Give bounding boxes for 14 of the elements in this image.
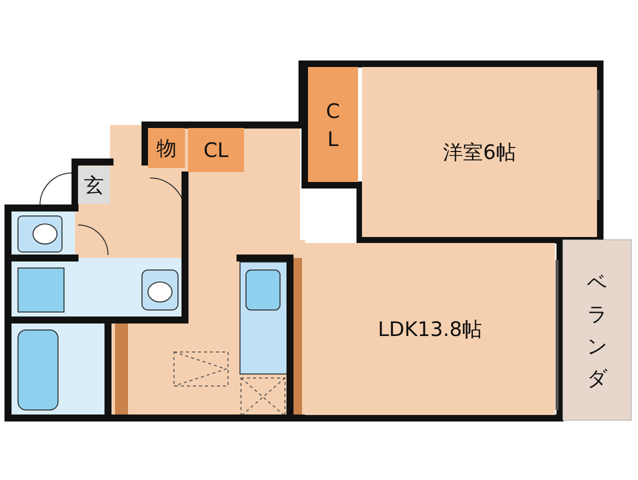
- room-area: [563, 240, 631, 420]
- room-label: CL: [203, 137, 229, 163]
- room-label: 洋室6帖: [443, 139, 516, 165]
- room-area: [188, 128, 244, 172]
- room-area: [362, 67, 597, 237]
- room-area: [308, 67, 358, 182]
- room-label: ベランダ: [586, 269, 608, 392]
- room-area: [305, 243, 555, 415]
- room-area: [78, 166, 110, 204]
- room-label: 物: [156, 135, 176, 161]
- room-label: C L: [325, 98, 341, 152]
- room-area: [148, 128, 185, 168]
- room-label: LDK13.8帖: [378, 316, 482, 342]
- room-label: 玄: [84, 172, 104, 198]
